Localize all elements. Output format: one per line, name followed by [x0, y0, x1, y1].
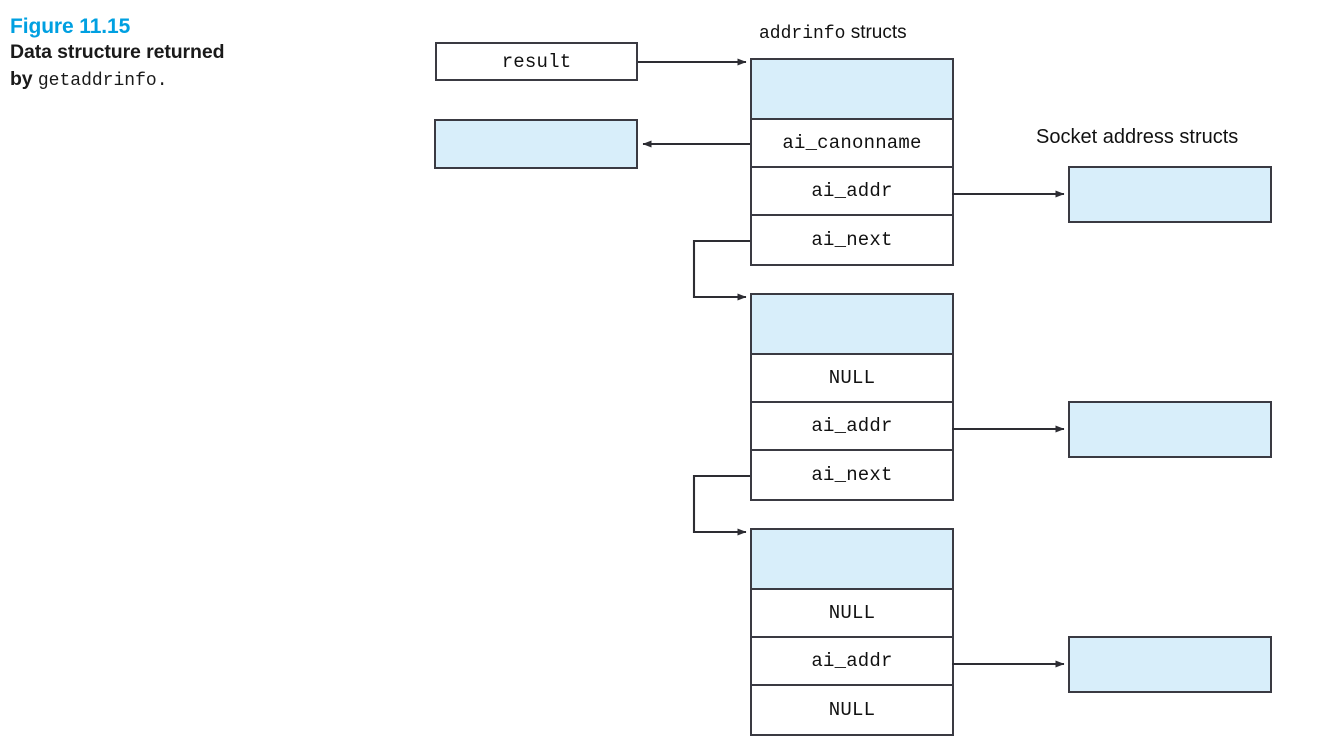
addrinfo-struct-3-row-null-2: NULL: [752, 686, 952, 734]
result-variable-box: result: [435, 42, 638, 81]
addrinfo-struct-1-row-ai-next-label: ai_next: [811, 229, 893, 251]
canonical-name-buffer-box: [434, 119, 638, 169]
addrinfo-struct-1: ai_canonname ai_addr ai_next: [750, 58, 954, 266]
addrinfo-struct-3-row-ai-addr: ai_addr: [752, 638, 952, 686]
addrinfo-structs-label-sans: structs: [845, 22, 907, 43]
arrow-struct1-ainext-to-struct2: [692, 239, 750, 301]
addrinfo-struct-3-row-ai-addr-label: ai_addr: [811, 650, 893, 672]
addrinfo-struct-2-row-null-label: NULL: [828, 367, 876, 389]
arrow-struct2-ainext-to-struct3: [692, 474, 750, 536]
addrinfo-struct-2-row-ai-next-label: ai_next: [811, 464, 893, 486]
figure-description-line2-prefix: by: [10, 68, 38, 90]
addrinfo-structs-label: addrinfo structs: [759, 22, 907, 44]
addrinfo-struct-3-header-fields: [752, 530, 952, 590]
figure-description-line1: Data structure returned: [10, 41, 225, 63]
addrinfo-struct-3-row-null-2-label: NULL: [828, 699, 876, 721]
socket-address-struct-3: [1068, 636, 1272, 693]
addrinfo-struct-1-header-fields: [752, 60, 952, 120]
addrinfo-struct-3: NULL ai_addr NULL: [750, 528, 954, 736]
figure-number: Figure 11.15: [10, 15, 131, 38]
addrinfo-struct-2-row-null: NULL: [752, 355, 952, 403]
addrinfo-structs-label-mono: addrinfo: [759, 24, 846, 44]
figure-description: Data structure returned by getaddrinfo.: [10, 39, 340, 95]
socket-address-structs-label: Socket address structs: [1036, 126, 1239, 148]
addrinfo-struct-2-row-ai-addr-label: ai_addr: [811, 415, 893, 437]
addrinfo-struct-1-row-ai-canonname-label: ai_canonname: [782, 132, 922, 154]
result-variable-label: result: [501, 50, 572, 73]
addrinfo-struct-1-row-ai-next: ai_next: [752, 216, 952, 264]
addrinfo-struct-3-row-null-1-label: NULL: [828, 602, 876, 624]
addrinfo-struct-2-header-fields: [752, 295, 952, 355]
figure-caption: Figure 11.15 Data structure returned by …: [10, 14, 340, 95]
socket-address-struct-2: [1068, 401, 1272, 458]
addrinfo-struct-1-row-ai-addr: ai_addr: [752, 168, 952, 216]
addrinfo-struct-1-row-ai-canonname: ai_canonname: [752, 120, 952, 168]
socket-address-struct-1: [1068, 166, 1272, 223]
addrinfo-struct-2-row-ai-addr: ai_addr: [752, 403, 952, 451]
addrinfo-struct-1-row-ai-addr-label: ai_addr: [811, 180, 893, 202]
addrinfo-struct-2: NULL ai_addr ai_next: [750, 293, 954, 501]
figure-description-function-name: getaddrinfo.: [37, 71, 168, 91]
addrinfo-struct-2-row-ai-next: ai_next: [752, 451, 952, 499]
addrinfo-struct-3-row-null-1: NULL: [752, 590, 952, 638]
